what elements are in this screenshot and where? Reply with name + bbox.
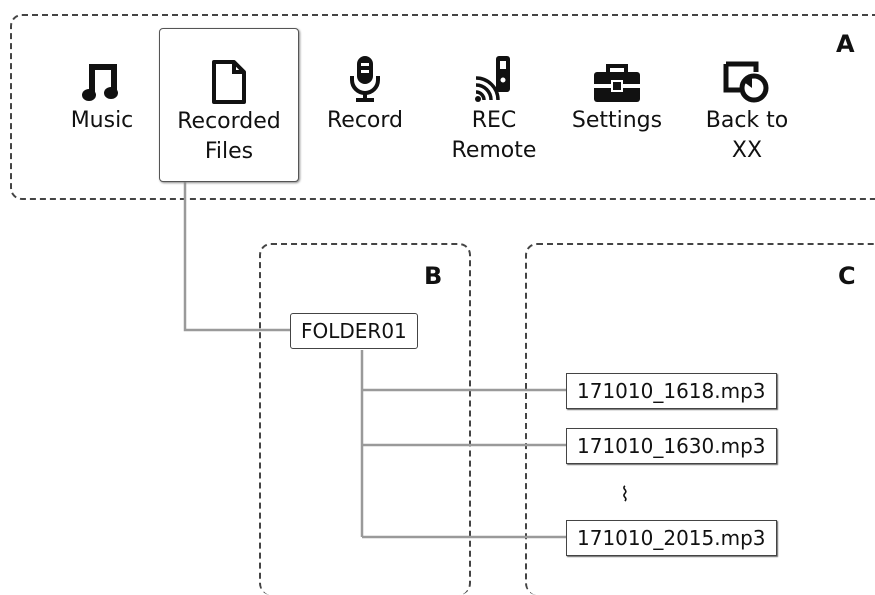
- region-c-frame: [525, 243, 875, 595]
- menu-label-record: Record: [326, 108, 403, 133]
- folder-node[interactable]: FOLDER01: [290, 313, 418, 349]
- menu-label-rec-remote: REC Remote: [451, 108, 537, 163]
- menu-item-back-to-xx[interactable]: Back to XX: [687, 40, 807, 166]
- return-icon: [687, 40, 807, 104]
- region-a-label: A: [836, 30, 855, 58]
- menu-item-settings[interactable]: Settings: [557, 40, 677, 136]
- document-icon: [160, 29, 298, 105]
- menu-item-music[interactable]: Music: [42, 40, 162, 136]
- region-b-frame: [259, 243, 471, 595]
- file-node-2[interactable]: 171010_1630.mp3: [566, 428, 777, 464]
- microphone-icon: [305, 40, 425, 104]
- toolbox-icon: [557, 40, 677, 104]
- menu-label-recorded-files: Recorded Files: [177, 109, 281, 164]
- menu-item-recorded-files[interactable]: Recorded Files: [159, 28, 299, 182]
- file-node-3[interactable]: 171010_2015.mp3: [566, 520, 777, 556]
- file-node-1[interactable]: 171010_1618.mp3: [566, 373, 777, 409]
- menu-label-music: Music: [70, 108, 134, 133]
- omission-mark: ⌇: [620, 482, 630, 506]
- tree-connector-lines: [183, 182, 566, 539]
- menu-item-record[interactable]: Record: [305, 40, 425, 136]
- wireless-remote-icon: [434, 40, 554, 104]
- region-b-label: B: [424, 262, 443, 290]
- menu-label-settings: Settings: [571, 108, 663, 133]
- connector-menu-to-folder: [183, 182, 290, 332]
- menu-label-back-to-xx: Back to XX: [705, 108, 789, 163]
- region-a-frame: [10, 14, 875, 200]
- region-c-label: C: [838, 262, 856, 290]
- music-note-icon: [42, 40, 162, 104]
- menu-item-rec-remote[interactable]: REC Remote: [434, 40, 554, 166]
